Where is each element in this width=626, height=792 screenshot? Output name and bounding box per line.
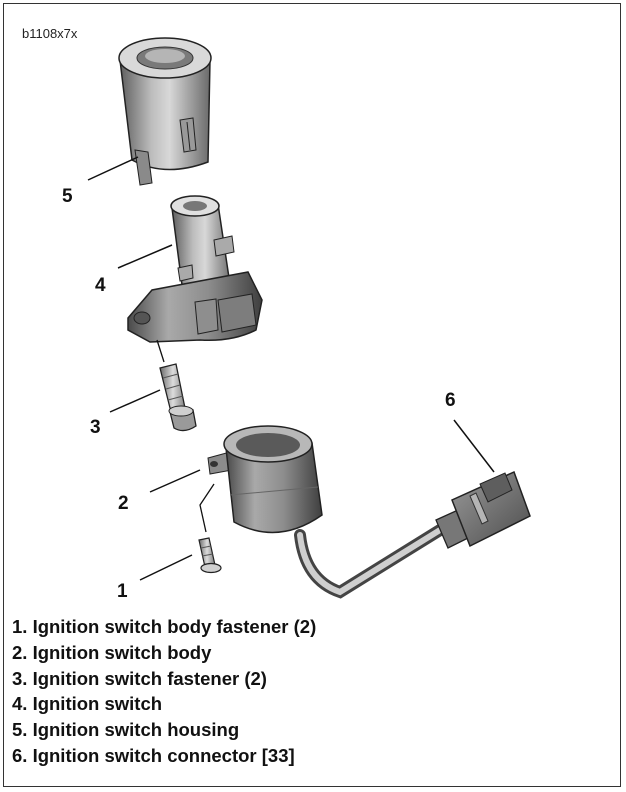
ignition-switch-part [127, 195, 263, 343]
callout-3: 3 [90, 417, 101, 438]
callout-2: 2 [118, 493, 129, 514]
legend-item: 6. Ignition switch connector [33] [12, 744, 295, 766]
ignition-switch-connector-part [435, 470, 531, 549]
ignition-switch-housing-part [118, 37, 212, 186]
legend-item: 1. Ignition switch body fastener (2) [12, 616, 317, 637]
ignition-switch-body-fastener-part [198, 537, 222, 574]
legend-item: 3. Ignition switch fastener (2) [12, 667, 267, 689]
callout-5: 5 [62, 186, 73, 207]
figure-frame [3, 3, 621, 787]
ignition-switch-body-part [207, 425, 446, 599]
callout-1: 1 [117, 581, 128, 602]
parts-legend: 1. Ignition switch body fastener (2) 2. … [12, 614, 316, 769]
ignition-switch-fastener-part [159, 363, 197, 432]
callout-4: 4 [95, 275, 106, 296]
legend-item: 4. Ignition switch [12, 693, 163, 715]
legend-item: 2. Ignition switch body [12, 641, 212, 663]
figure-id: b1108x7x [22, 26, 78, 41]
callout-6: 6 [445, 390, 456, 411]
legend-item: 5. Ignition switch housing [12, 719, 240, 741]
